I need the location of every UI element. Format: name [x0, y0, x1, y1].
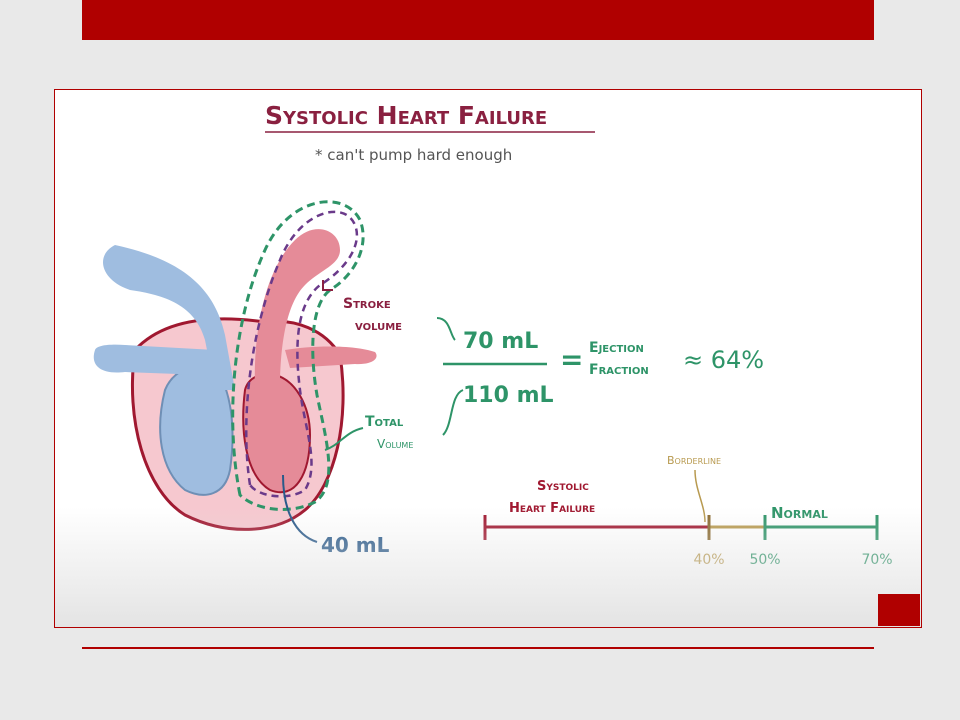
residual-volume-pointer [282, 474, 318, 543]
slide-corner-marker [878, 594, 920, 626]
pulmonary-artery [285, 346, 377, 368]
stroke-volume-label-line1: Stroke [343, 296, 391, 312]
total-volume-label-line2: Volume [377, 437, 413, 451]
bottom-accent-line [82, 647, 874, 649]
vena-cava-upper [103, 245, 235, 390]
scale-tick-label-50: 50% [749, 552, 780, 568]
total-volume-brace [442, 389, 464, 436]
top-accent-bar [82, 0, 874, 40]
ejection-fraction-value: ≈ 64% [683, 346, 764, 374]
green-dashed-outline [231, 200, 365, 511]
slide-title: Systolic Heart Failure [265, 101, 547, 130]
scale-label-systolic-line2: Heart Failure [509, 501, 595, 516]
scale-tick-label-70: 70% [861, 552, 892, 568]
stroke-volume-bracket [322, 280, 333, 291]
slide-subtitle: * can't pump hard enough [315, 146, 512, 164]
numerator-value: 70 mL [463, 329, 538, 354]
heart-illustration [93, 200, 377, 531]
diagram-canvas: Systolic Heart Failure * can't pump hard… [93, 101, 893, 568]
equals-sign: = [560, 343, 583, 376]
stroke-volume-label-line2: volume [355, 318, 402, 334]
purple-dashed-outline [245, 210, 359, 498]
borderline-pointer [694, 469, 706, 523]
ejection-label-line1: Ejection [589, 340, 644, 356]
total-volume-pointer [324, 427, 364, 451]
stroke-volume-brace [436, 317, 456, 341]
scale-tick-label-40: 40% [693, 552, 724, 568]
ejection-label-line2: Fraction [589, 362, 649, 378]
residual-volume-label: 40 mL [321, 533, 390, 557]
vena-cava-lower [93, 344, 215, 390]
slide-frame: Systolic Heart Failure * can't pump hard… [54, 89, 922, 628]
total-volume-label-line1: Total [365, 414, 404, 430]
denominator-value: 110 mL [463, 383, 554, 408]
scale-label-normal: Normal [771, 504, 828, 522]
ejection-fraction-scale: Systolic Heart Failure Borderline Normal… [483, 454, 893, 568]
scale-label-borderline: Borderline [667, 454, 721, 467]
scale-label-systolic-line1: Systolic [537, 479, 589, 494]
